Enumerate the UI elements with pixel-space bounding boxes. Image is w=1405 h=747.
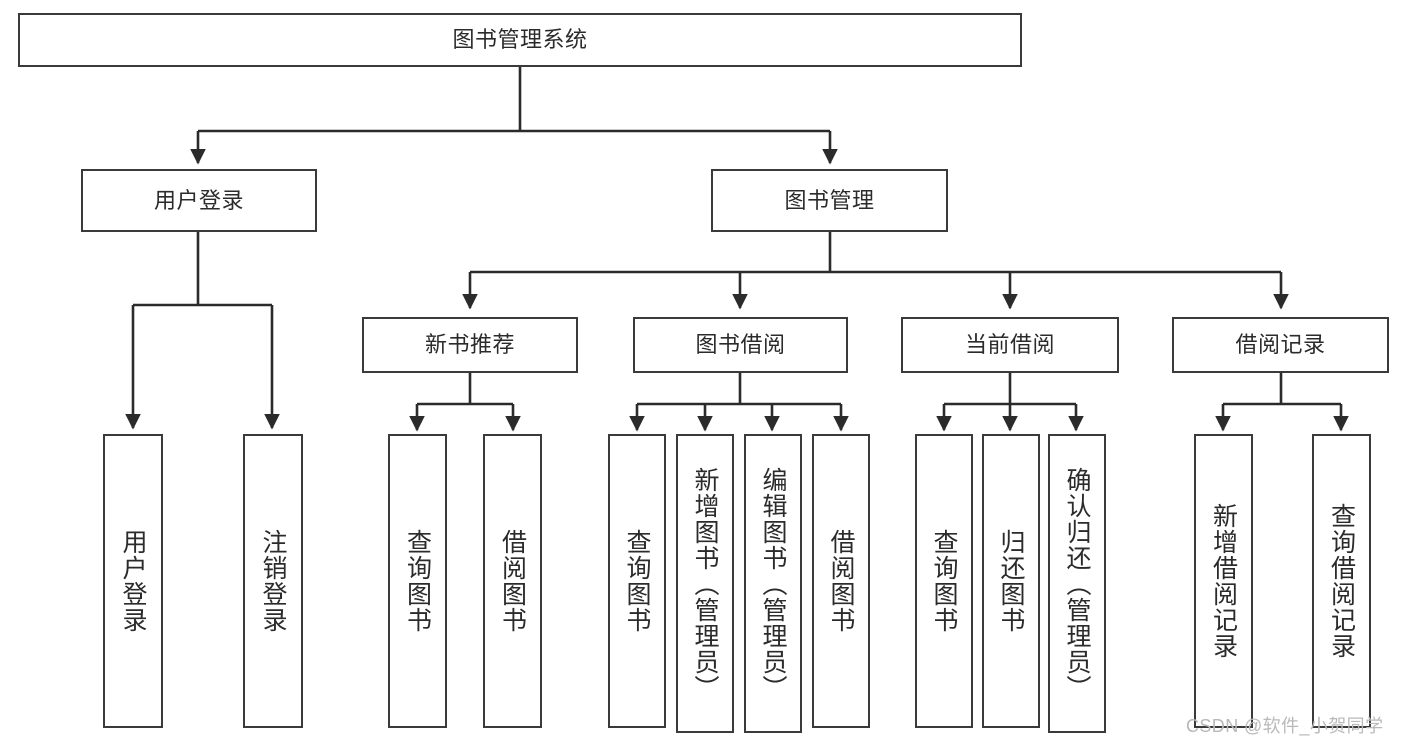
leaf-add-borrow-record[interactable]: 新增借阅记录 bbox=[1194, 434, 1253, 728]
leaf-query-borrow-record[interactable]: 查询借阅记录 bbox=[1312, 434, 1371, 728]
leaf-borrow-book[interactable]: 借阅图书 bbox=[812, 434, 870, 728]
node-borrow-record[interactable]: 借阅记录 bbox=[1172, 317, 1389, 373]
node-current-borrow[interactable]: 当前借阅 bbox=[901, 317, 1119, 373]
node-book-management[interactable]: 图书管理 bbox=[711, 169, 948, 232]
node-user-login[interactable]: 用户登录 bbox=[81, 169, 317, 232]
leaf-user-login[interactable]: 用户登录 bbox=[103, 434, 163, 728]
leaf-confirm-return-admin[interactable]: 确认归还（管理员） bbox=[1048, 434, 1106, 733]
leaf-add-book-admin[interactable]: 新增图书（管理员） bbox=[676, 434, 734, 733]
node-book-borrow[interactable]: 图书借阅 bbox=[633, 317, 848, 373]
leaf-borrow-book-recommend[interactable]: 借阅图书 bbox=[483, 434, 542, 728]
leaf-query-book-recommend[interactable]: 查询图书 bbox=[388, 434, 447, 728]
leaf-logout[interactable]: 注销登录 bbox=[243, 434, 303, 728]
leaf-return-book[interactable]: 归还图书 bbox=[982, 434, 1040, 728]
leaf-query-book-borrow[interactable]: 查询图书 bbox=[608, 434, 666, 728]
node-root-system[interactable]: 图书管理系统 bbox=[18, 13, 1022, 67]
leaf-edit-book-admin[interactable]: 编辑图书（管理员） bbox=[744, 434, 802, 733]
leaf-query-book-current[interactable]: 查询图书 bbox=[915, 434, 973, 728]
csdn-watermark: CSDN @软件_小贺同学 bbox=[1186, 716, 1384, 736]
node-new-book-recommend[interactable]: 新书推荐 bbox=[362, 317, 578, 373]
